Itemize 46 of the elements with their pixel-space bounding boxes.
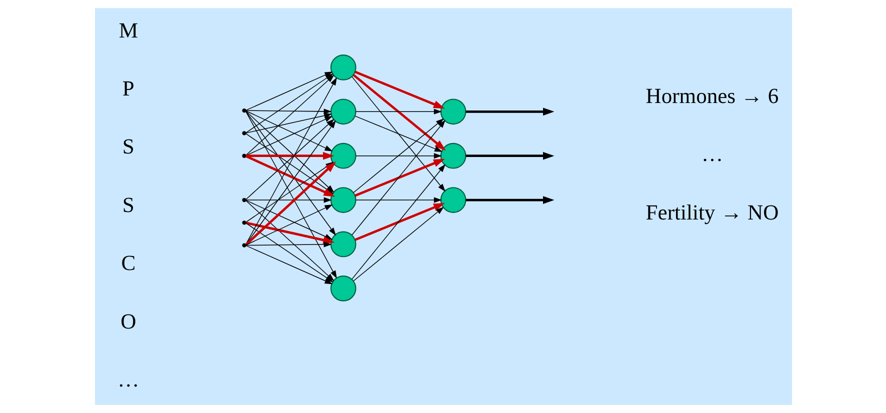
node-circle <box>330 187 356 213</box>
node-point <box>242 154 246 158</box>
label: O <box>120 309 136 334</box>
node-circle <box>440 142 466 169</box>
node-point <box>242 220 246 225</box>
arrow <box>354 116 442 152</box>
arrow <box>350 164 445 280</box>
node-circle <box>440 98 466 125</box>
arrow <box>245 197 332 203</box>
label: S <box>122 192 134 217</box>
arrow <box>354 203 444 241</box>
arrow <box>354 158 444 197</box>
arrow <box>355 197 442 203</box>
arrow <box>350 120 445 236</box>
label: M <box>118 18 138 42</box>
node-point <box>242 243 246 248</box>
node-circle <box>330 54 356 80</box>
arrow <box>245 152 334 160</box>
arrow <box>245 242 332 248</box>
label: C <box>120 251 136 276</box>
node-point <box>242 131 246 136</box>
arrow <box>465 152 554 160</box>
node-circle <box>330 275 356 302</box>
label: Fertility → NO <box>645 200 778 224</box>
arrow <box>354 70 444 109</box>
label: S <box>122 134 134 159</box>
arrow <box>355 108 442 114</box>
arrow <box>465 108 554 116</box>
node-circle <box>440 187 466 213</box>
label: … <box>700 142 723 166</box>
arrow <box>355 153 442 159</box>
node-point <box>242 108 246 113</box>
arrow <box>465 196 554 204</box>
node-circle <box>330 231 356 258</box>
node-circle <box>330 142 356 169</box>
arrow <box>350 76 445 192</box>
node-point <box>242 198 246 202</box>
label: P <box>122 76 134 100</box>
arrow <box>352 74 446 151</box>
label: Hormones → 6 <box>645 84 778 108</box>
label: … <box>117 368 139 392</box>
arrow <box>244 77 336 245</box>
arrow <box>352 206 444 282</box>
arrow <box>245 116 332 156</box>
arrow <box>352 118 444 193</box>
node-circle <box>330 98 356 125</box>
